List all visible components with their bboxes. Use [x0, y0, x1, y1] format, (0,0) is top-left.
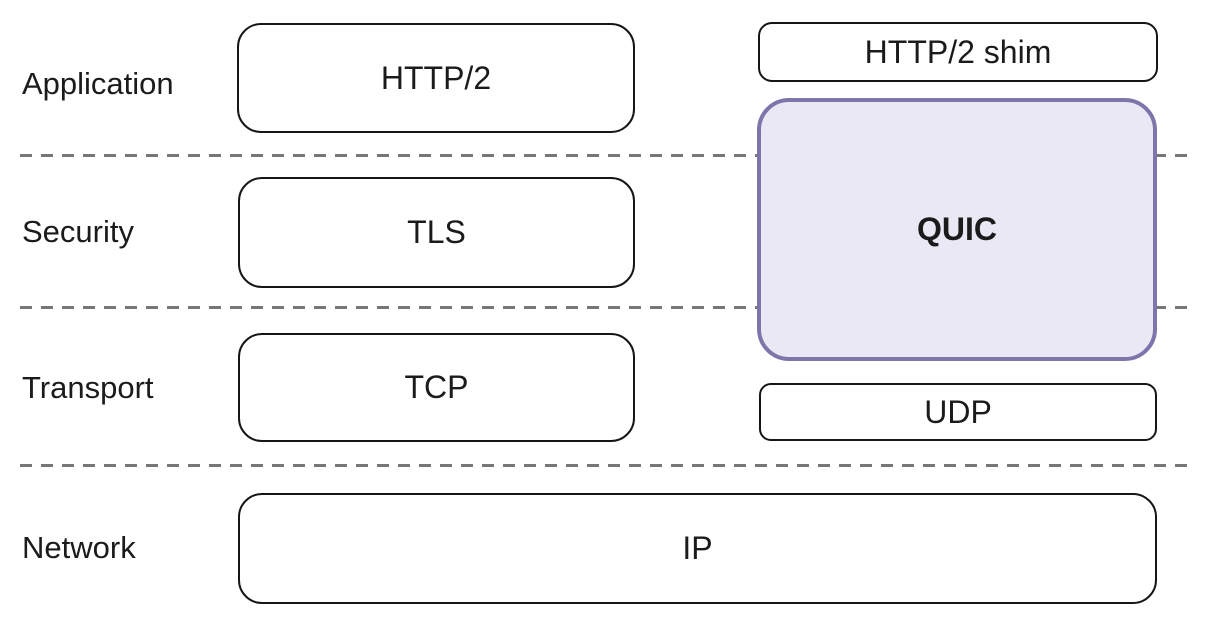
- tls-box: TLS: [238, 177, 635, 288]
- udp-box: UDP: [759, 383, 1157, 441]
- http2-box: HTTP/2: [237, 23, 635, 133]
- layer-label-security: Security: [22, 214, 134, 249]
- tcp-box: TCP: [238, 333, 635, 442]
- quic-box: QUIC: [757, 98, 1157, 361]
- http2-shim-box: HTTP/2 shim: [758, 22, 1158, 82]
- layer-label-transport: Transport: [22, 370, 154, 405]
- layer-label-network: Network: [22, 530, 136, 565]
- layer-label-application: Application: [22, 66, 174, 101]
- layer-separator-security-transport: [20, 306, 1190, 309]
- layer-separator-application-security: [20, 154, 1190, 157]
- layer-separator-transport-network: [20, 464, 1190, 467]
- ip-box: IP: [238, 493, 1157, 604]
